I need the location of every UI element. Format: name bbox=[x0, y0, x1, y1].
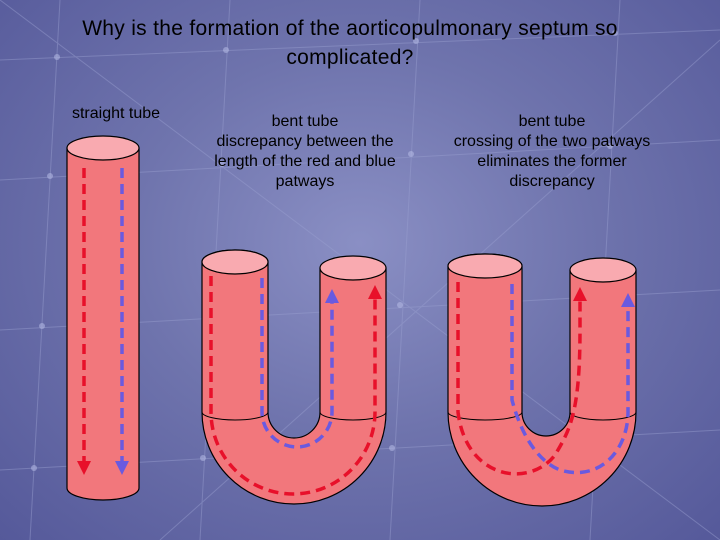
red-pathway bbox=[209, 276, 382, 496]
caption-heading: bent tube bbox=[271, 113, 339, 130]
red-pathway bbox=[456, 282, 587, 476]
caption-heading: bent tube bbox=[518, 113, 586, 130]
straight-tube bbox=[66, 135, 140, 501]
caption-description: crossing of the two patways eliminates t… bbox=[453, 133, 651, 190]
caption-bent-tube-discrepancy: bent tube discrepancy between the length… bbox=[210, 112, 400, 192]
caption-heading: straight tube bbox=[71, 105, 161, 122]
page-title: Why is the formation of the aorticopulmo… bbox=[82, 17, 618, 69]
caption-straight-tube: straight tube bbox=[50, 104, 182, 124]
caption-bent-tube-crossing: bent tube crossing of the two patways el… bbox=[452, 112, 652, 192]
blue-pathway bbox=[260, 278, 339, 449]
caption-description: discrepancy between the length of the re… bbox=[214, 133, 396, 190]
bent-tube-crossing bbox=[447, 253, 637, 507]
bent-tube-discrepancy bbox=[201, 249, 387, 505]
